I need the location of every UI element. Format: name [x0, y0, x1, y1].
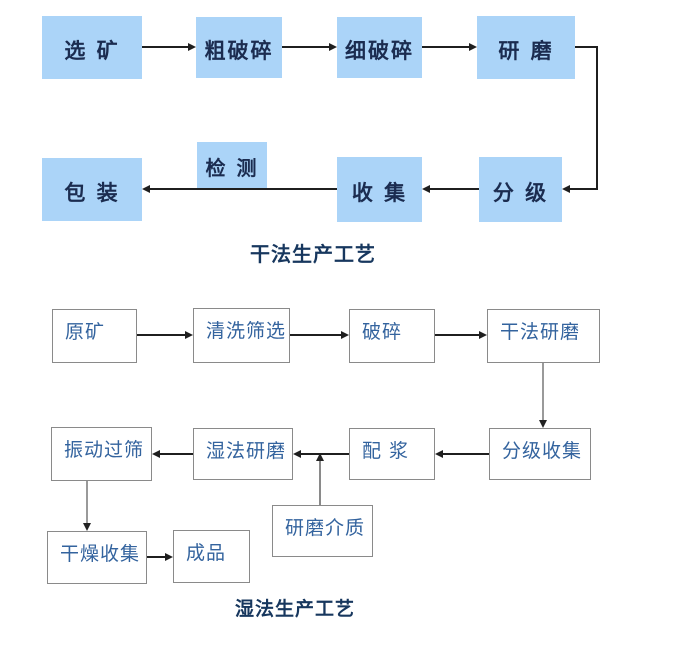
arrow-grindingmedia-up: [316, 453, 324, 505]
arrow-collection-packaging: [142, 185, 337, 193]
node-fine-crushing: 细破碎: [337, 17, 422, 78]
arrow-washing-crushing: [290, 331, 349, 339]
arrow-coarsecrushing-finecrushing: [282, 43, 337, 51]
node-classification: 分 级: [479, 157, 562, 222]
node-crushing: 破碎: [349, 309, 435, 363]
node-vibrating-sieving: 振动过筛: [51, 427, 152, 481]
wet-process-caption: 湿法生产工艺: [234, 598, 355, 620]
arrow-finecrushing-grinding: [422, 43, 477, 51]
arrow-oreselection-coarsecrushing: [142, 43, 196, 51]
arrow-slurry-wetgrinding: [293, 450, 349, 458]
node-grinding-media: 研磨介质: [272, 505, 373, 557]
node-collection: 收 集: [337, 157, 422, 222]
arrow-drygrinding-classifiedcollection: [539, 363, 547, 428]
arrow-wetgrinding-vibratingsieve: [152, 450, 193, 458]
node-packaging: 包 装: [42, 158, 142, 221]
node-wet-grinding: 湿法研磨: [193, 428, 293, 480]
node-dry-grinding: 干法研磨: [487, 309, 600, 363]
node-coarse-crushing: 粗破碎: [196, 17, 282, 78]
node-classified-collection: 分级收集: [489, 428, 591, 480]
node-slurry-mixing: 配 浆: [349, 428, 435, 480]
arrow-into-classification: [562, 185, 598, 193]
arrow-classification-collection: [422, 185, 479, 193]
connector-grinding-down: [596, 46, 598, 189]
node-grinding: 研 磨: [477, 16, 575, 79]
node-finished-product: 成品: [173, 530, 250, 583]
node-inspection: 检 测: [197, 142, 267, 190]
connector-grinding-right: [575, 46, 598, 48]
node-drying-collection: 干燥收集: [47, 531, 147, 584]
node-raw-ore: 原矿: [52, 309, 137, 363]
arrow-vibratingsieve-drying: [83, 481, 91, 531]
arrow-raworе-washing: [137, 331, 193, 339]
arrow-drying-finishedproduct: [147, 553, 173, 561]
arrow-classifiedcollection-slurry: [435, 450, 489, 458]
node-washing-screening: 清洗筛选: [193, 308, 290, 363]
arrow-crushing-drygrinding: [435, 331, 487, 339]
dry-process-caption: 干法生产工艺: [250, 242, 376, 266]
node-ore-selection: 选 矿: [42, 16, 142, 79]
